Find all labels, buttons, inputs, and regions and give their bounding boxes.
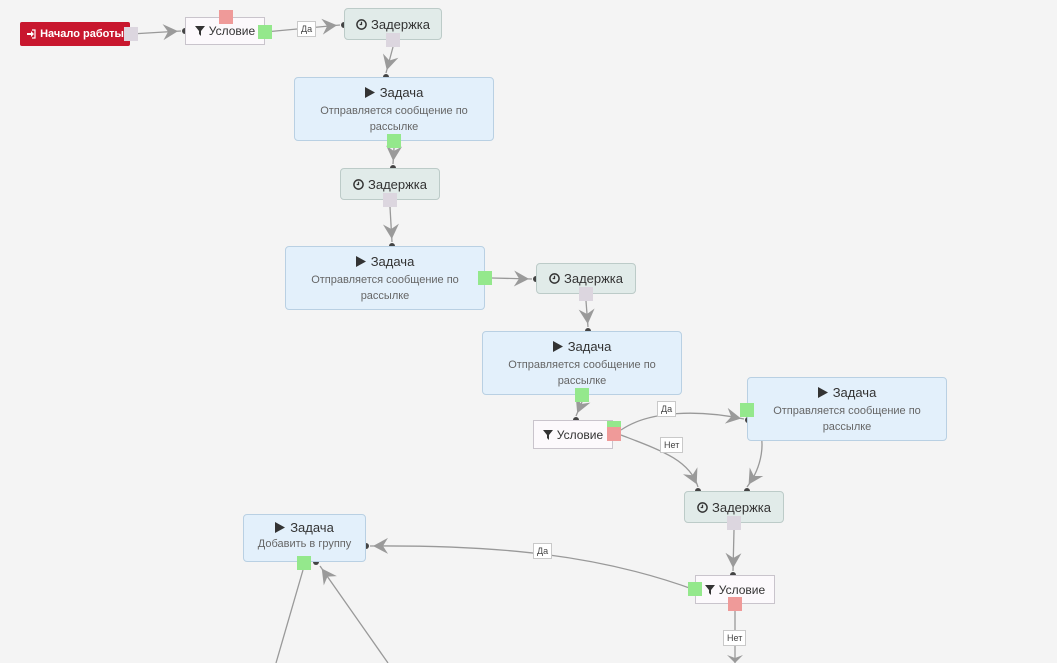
play-icon xyxy=(275,522,286,533)
arrowhead xyxy=(727,655,743,663)
play-icon xyxy=(355,256,366,267)
clock-icon xyxy=(353,178,364,190)
connector-line[interactable] xyxy=(275,569,304,663)
task-node[interactable]: Задача Отправляется сообщение по рассылк… xyxy=(482,331,682,395)
task-node[interactable]: Задача Добавить в группу xyxy=(243,514,366,562)
task-title: Задача xyxy=(567,339,612,354)
start-output-port[interactable] xyxy=(124,27,138,41)
arrowhead xyxy=(748,467,764,485)
clock-icon xyxy=(697,501,708,513)
delay-label: Задержка xyxy=(370,16,431,32)
condition-fail-port[interactable] xyxy=(219,10,233,24)
play-icon xyxy=(817,387,828,398)
filter-icon xyxy=(704,584,715,595)
task-output-port[interactable] xyxy=(575,388,589,402)
condition-label: Условие xyxy=(556,427,604,442)
edge-label-yes: Да xyxy=(533,543,553,559)
condition-node[interactable]: Условие xyxy=(533,420,613,449)
task-output-port[interactable] xyxy=(740,403,754,417)
delay-output-port[interactable] xyxy=(727,516,741,530)
start-label: Начало работы xyxy=(40,28,124,40)
task-title: Задача xyxy=(370,254,415,269)
task-title: Задача xyxy=(379,85,424,100)
task-description: Отправляется сообщение по рассылке xyxy=(508,359,656,387)
play-icon xyxy=(552,341,563,352)
connector-line[interactable] xyxy=(620,412,745,431)
edge-label-yes: Да xyxy=(297,21,317,37)
start-node[interactable]: Начало работы xyxy=(20,22,130,46)
delay-output-port[interactable] xyxy=(579,287,593,301)
task-output-port[interactable] xyxy=(297,556,311,570)
edge-label-no: Нет xyxy=(723,630,747,646)
task-node[interactable]: Задача Отправляется сообщение по рассылк… xyxy=(747,377,947,441)
task-output-port[interactable] xyxy=(478,271,492,285)
arrowhead xyxy=(372,537,389,554)
delay-output-port[interactable] xyxy=(383,193,397,207)
arrowhead xyxy=(382,223,399,240)
task-description: Отправляется сообщение по рассылке xyxy=(311,274,459,302)
arrowhead xyxy=(575,396,591,414)
delay-label: Задержка xyxy=(367,176,428,192)
arrowhead xyxy=(321,18,338,35)
condition-label: Условие xyxy=(718,582,766,597)
filter-icon xyxy=(542,429,553,440)
filter-icon xyxy=(194,26,205,36)
task-title: Задача xyxy=(290,520,334,535)
delay-label: Задержка xyxy=(711,499,772,515)
task-output-port[interactable] xyxy=(387,134,401,148)
task-description: Отправляется сообщение по рассылке xyxy=(320,105,468,133)
edge-label-no: Нет xyxy=(660,437,684,453)
arrowhead xyxy=(382,53,399,71)
arrowhead xyxy=(578,308,595,325)
task-node[interactable]: Задача Отправляется сообщение по рассылк… xyxy=(285,246,485,310)
condition-fail-port[interactable] xyxy=(728,597,742,611)
task-description: Отправляется сообщение по рассылке xyxy=(773,405,921,433)
condition-node[interactable]: Условие xyxy=(695,575,775,604)
task-title: Задача xyxy=(832,385,877,400)
arrowhead xyxy=(682,467,698,485)
clock-icon xyxy=(549,273,560,284)
arrowhead xyxy=(386,145,403,162)
condition-success-port[interactable] xyxy=(688,582,702,596)
connector-line[interactable] xyxy=(319,565,389,663)
condition-success-port[interactable] xyxy=(258,25,272,39)
arrowhead xyxy=(724,407,742,424)
play-icon xyxy=(364,87,375,98)
condition-label: Условие xyxy=(208,24,256,38)
clock-icon xyxy=(356,18,367,30)
edge-label-yes: Да xyxy=(657,401,677,417)
condition-fail-port[interactable] xyxy=(607,427,621,441)
arrowhead xyxy=(321,568,337,586)
task-node[interactable]: Задача Отправляется сообщение по рассылк… xyxy=(294,77,494,141)
arrowhead xyxy=(725,552,742,569)
delay-output-port[interactable] xyxy=(386,33,400,47)
task-description: Добавить в группу xyxy=(257,538,352,550)
delay-label: Задержка xyxy=(563,271,624,286)
arrowhead xyxy=(513,270,530,287)
arrowhead xyxy=(162,24,179,41)
sign-in-icon xyxy=(26,29,36,39)
